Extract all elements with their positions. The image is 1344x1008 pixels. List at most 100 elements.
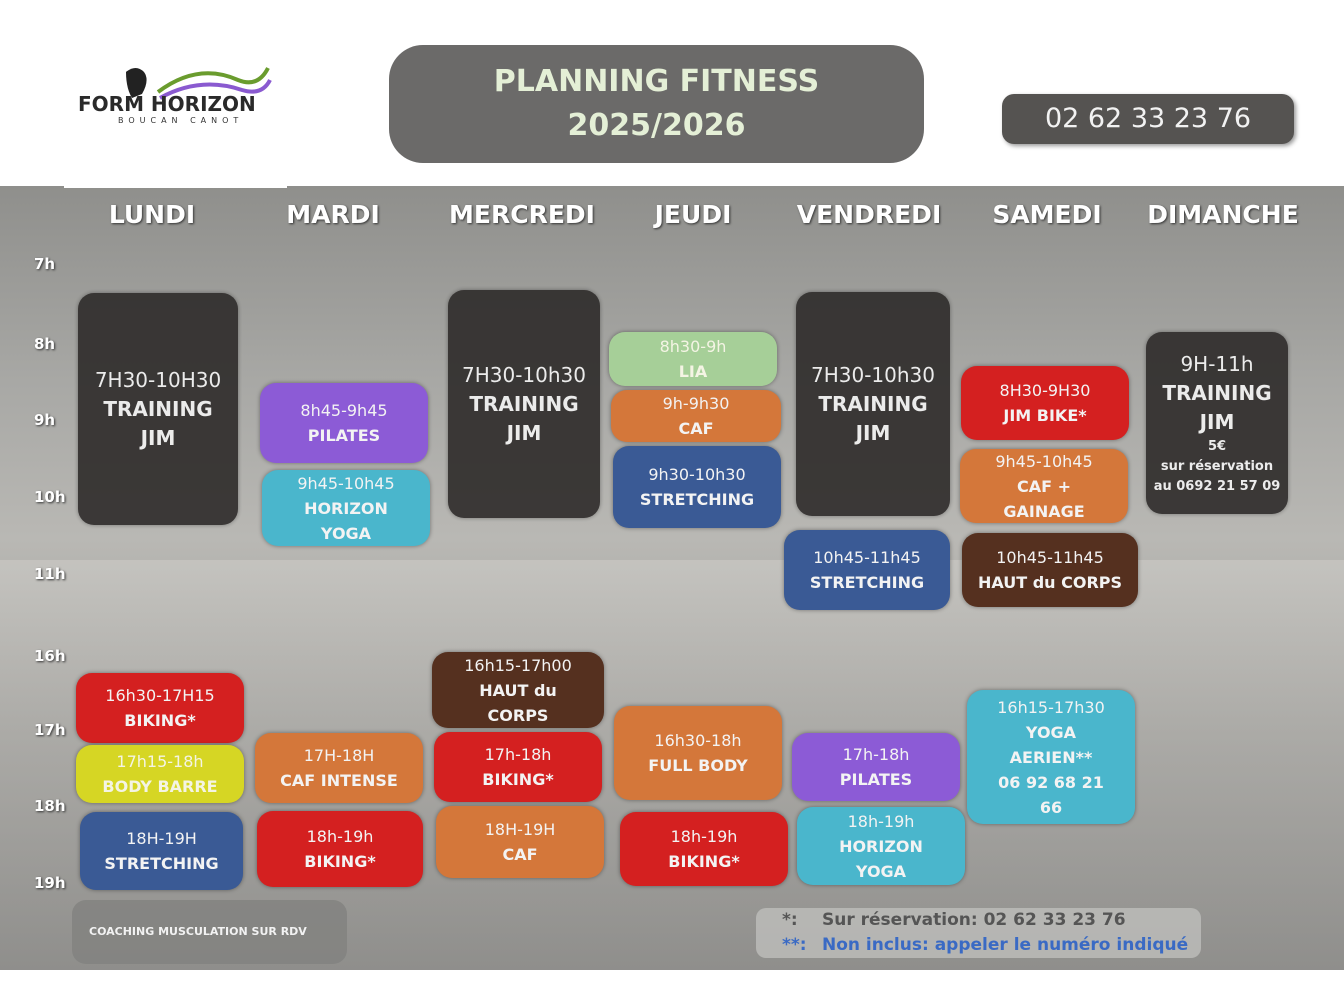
class-name: JIM	[855, 420, 891, 445]
class-time: 9h-9h30	[662, 394, 730, 413]
hour-label: 8h	[34, 335, 56, 353]
divider	[64, 184, 287, 188]
class-time: 7H30-10h30	[810, 362, 935, 387]
class-time: 17h-18h	[842, 745, 910, 764]
class-name: TRAINING	[103, 396, 213, 421]
class-time: 16h15-17h30	[997, 697, 1105, 717]
class-name: HORIZON	[839, 836, 923, 856]
class-time: 9h45-10h45	[995, 451, 1093, 471]
class-time: 18H-19H	[126, 829, 197, 848]
hour-label: 19h	[34, 874, 66, 892]
class-name: PILATES	[307, 426, 381, 445]
class-name: PILATES	[839, 770, 913, 789]
class-name: BIKING*	[124, 711, 196, 730]
class-name: BIKING*	[304, 852, 376, 871]
hour-label: 9h	[34, 411, 56, 429]
class-name: JIM	[1199, 409, 1235, 434]
logo-athlete-wave-icon	[126, 67, 272, 100]
class-name: CORPS	[487, 705, 549, 725]
class-time: 9H-11h	[1180, 351, 1254, 376]
class-name: STRETCHING	[809, 573, 925, 592]
class-name: BIKING*	[668, 852, 740, 871]
logo-brand: FORM HORIZON	[78, 92, 256, 116]
class-name: STRETCHING	[104, 854, 219, 873]
hour-label: 10h	[34, 488, 66, 506]
class-time: 10h45-11h45	[996, 548, 1104, 567]
hour-label: 18h	[34, 797, 66, 815]
phone-number: 02 62 33 23 76	[1002, 94, 1294, 144]
hour-label: 7h	[34, 255, 56, 273]
class-name: 66	[1039, 797, 1063, 817]
title-line-1: PLANNING FITNESS	[493, 64, 820, 99]
class-name: FULL BODY	[648, 756, 748, 775]
class-time: 18h-19h	[306, 827, 374, 846]
class-name: JIM	[140, 425, 176, 450]
class-time: 7H30-10H30	[94, 367, 222, 392]
class-time: 17h-18h	[484, 745, 552, 764]
class-name: CAF +	[1016, 476, 1072, 496]
class-name: BODY BARRE	[102, 777, 218, 796]
class-name: CAF	[502, 845, 538, 864]
class-note: au 0692 21 57 09	[1153, 478, 1281, 494]
class-time: 16h15-17h00	[464, 655, 572, 675]
class-time: 17h15-18h	[116, 752, 204, 771]
class-time: 8h30-9h	[659, 337, 727, 356]
day-header-jeudi: JEUDI	[654, 200, 732, 229]
legend-key: *:	[782, 910, 798, 930]
class-name: AERIEN**	[1009, 747, 1093, 767]
class-time: 9h30-10h30	[648, 465, 746, 484]
class-name: BIKING*	[482, 770, 554, 789]
class-name: TRAINING	[818, 391, 928, 416]
class-name: HAUT du	[479, 680, 557, 700]
class-name: STRETCHING	[639, 490, 755, 509]
class-time: 8h45-9h45	[300, 401, 388, 420]
class-name: GAINAGE	[1003, 501, 1085, 521]
class-block[interactable]: 18H-19H STRETCHING	[80, 812, 243, 890]
legend-reservation: *:Sur réservation: 02 62 33 23 76	[782, 908, 1201, 933]
class-time: 9h45-10h45	[297, 473, 395, 493]
class-name: JIM	[506, 420, 542, 445]
class-note: 5€	[1207, 438, 1227, 454]
day-header-lundi: LUNDI	[108, 200, 196, 229]
hour-label: 16h	[34, 647, 66, 665]
legend-not-included: **:Non inclus: appeler le numéro indiqué	[782, 933, 1201, 958]
class-name: YOGA	[1025, 722, 1077, 742]
form-horizon-logo: FORM HORIZON BOUCAN CANOT	[78, 62, 278, 132]
coaching-note: COACHING MUSCULATION SUR RDV	[72, 900, 347, 964]
day-header-mardi: MARDI	[286, 200, 380, 229]
class-name: YOGA	[855, 861, 907, 881]
class-name: JIM BIKE*	[1003, 406, 1087, 425]
page-title: PLANNING FITNESS 2025/2026	[389, 45, 924, 163]
legend-text: Non inclus: appeler le numéro indiqué	[822, 935, 1189, 955]
day-header-vendredi: VENDREDI	[796, 200, 942, 229]
class-time: 16h30-18h	[654, 731, 742, 750]
day-header-mercredi: MERCREDI	[449, 200, 595, 229]
day-header-samedi: SAMEDI	[992, 200, 1102, 229]
class-time: 17H-18H	[303, 746, 375, 765]
